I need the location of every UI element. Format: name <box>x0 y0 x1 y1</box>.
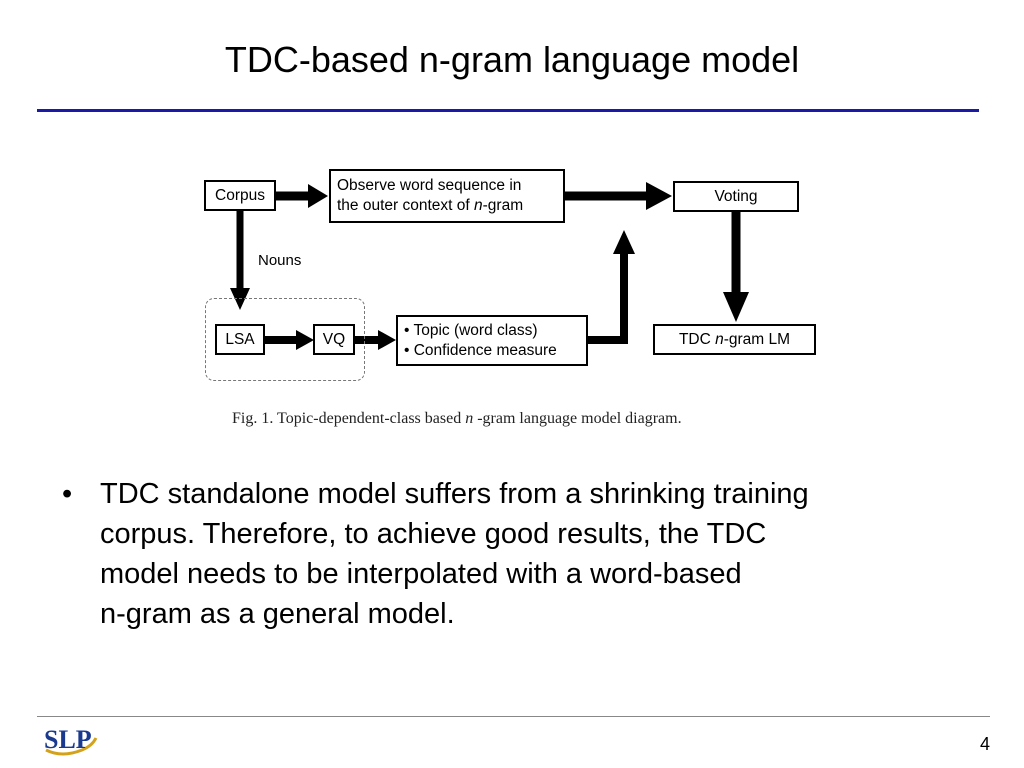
vq-box: VQ <box>313 324 355 355</box>
tdc-diagram: Corpus Observe word sequence in the oute… <box>196 164 826 434</box>
observe-box: Observe word sequence in the outer conte… <box>329 169 565 223</box>
footer-divider <box>37 716 990 717</box>
figure-caption: Fig. 1. Topic-dependent-class based n -g… <box>232 410 682 427</box>
svg-text:SLP: SLP <box>44 725 92 754</box>
title-divider <box>37 109 979 112</box>
slp-logo-icon: SLP <box>44 725 98 756</box>
voting-box: Voting <box>673 181 799 212</box>
slp-logo: SLP <box>42 724 98 758</box>
bullet-text: TDC standalone model suffers from a shri… <box>100 478 809 630</box>
bullet-marker: • <box>62 478 73 510</box>
tdc-ngram-box: TDC n-gram LM <box>653 324 816 355</box>
diagram-arrows <box>230 182 749 350</box>
page-number: 4 <box>979 734 990 754</box>
corpus-box: Corpus <box>204 180 276 211</box>
slide-title: TDC-based n-gram language model <box>224 39 800 80</box>
arrow-topic-voting <box>588 250 628 344</box>
topic-box: • Topic (word class) • Confidence measur… <box>396 315 588 366</box>
nouns-label: Nouns <box>258 252 302 269</box>
lsa-box: LSA <box>215 324 265 355</box>
lsa-vq-group <box>205 298 365 381</box>
